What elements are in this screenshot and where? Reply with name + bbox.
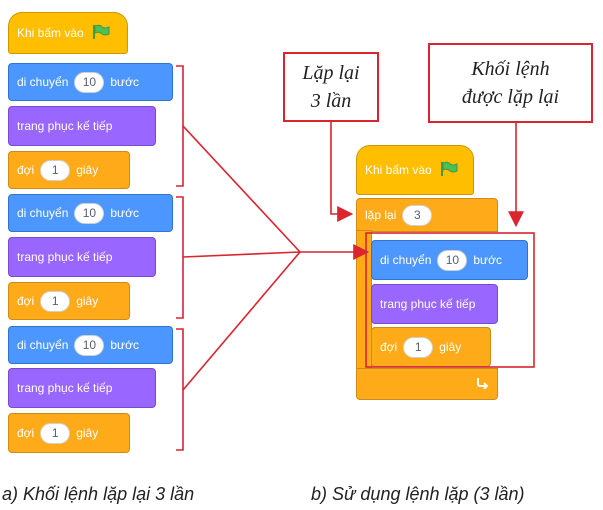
- body-callout-line1: Khối lệnh: [471, 58, 550, 80]
- repeat-callout-line1: Lặp lại: [302, 62, 360, 84]
- wait-unit: giây: [439, 340, 462, 354]
- move-unit: bước: [110, 206, 139, 220]
- connector-line-1: [182, 125, 301, 253]
- repeat-callout: Lặp lại 3 lần: [283, 52, 379, 122]
- seconds-input[interactable]: 1: [40, 422, 71, 444]
- green-flag-icon: [92, 24, 110, 43]
- next-costume-block-b[interactable]: trang phục kế tiếp: [371, 284, 498, 324]
- loop-arrow-icon: [475, 375, 489, 392]
- repeat-block-arm: [356, 230, 372, 372]
- wait-block-b[interactable]: đợi 1 giây: [371, 327, 491, 367]
- seconds-input[interactable]: 1: [403, 336, 434, 358]
- green-flag-icon: [440, 161, 458, 180]
- hat-label: Khi bấm vào: [365, 163, 432, 177]
- steps-input[interactable]: 10: [437, 249, 468, 271]
- caption-a: a) Khối lệnh lặp lại 3 lần: [2, 484, 195, 504]
- wait-label: đợi: [380, 340, 398, 354]
- steps-input[interactable]: 10: [74, 202, 105, 224]
- costume-label: trang phục kế tiếp: [17, 250, 113, 264]
- wait-label: đợi: [17, 426, 35, 440]
- bracket-group-1: [176, 65, 184, 187]
- move-block-a1[interactable]: di chuyển 10 bước: [8, 63, 173, 101]
- caption-b: b) Sử dụng lệnh lặp (3 lần): [311, 484, 525, 504]
- repeat-label: lặp lại: [365, 208, 397, 222]
- next-costume-block-a2[interactable]: trang phục kế tiếp: [8, 237, 156, 277]
- next-costume-block-a3[interactable]: trang phục kế tiếp: [8, 368, 156, 408]
- next-costume-block-a1[interactable]: trang phục kế tiếp: [8, 106, 156, 146]
- bracket-group-3: [176, 328, 184, 451]
- repeat-block-bottom: [356, 368, 498, 400]
- move-label: di chuyển: [17, 206, 69, 220]
- move-block-a2[interactable]: di chuyển 10 bước: [8, 194, 173, 232]
- bracket-group-2: [176, 196, 184, 319]
- move-unit: bước: [110, 75, 139, 89]
- repeat-count-input[interactable]: 3: [402, 204, 433, 226]
- seconds-input[interactable]: 1: [40, 290, 71, 312]
- body-callout-line2: được lặp lại: [461, 86, 560, 108]
- wait-label: đợi: [17, 294, 35, 308]
- wait-label: đợi: [17, 163, 35, 177]
- move-block-b[interactable]: di chuyển 10 bước: [371, 240, 528, 280]
- when-flag-clicked-block-b[interactable]: Khi bấm vào: [356, 145, 474, 195]
- costume-label: trang phục kế tiếp: [380, 297, 476, 311]
- wait-unit: giây: [76, 426, 99, 440]
- steps-input[interactable]: 10: [74, 334, 105, 356]
- body-callout: Khối lệnh được lặp lại: [428, 43, 593, 123]
- seconds-input[interactable]: 1: [40, 159, 71, 181]
- connector-line-3: [182, 251, 301, 391]
- move-label: di chuyển: [380, 253, 432, 267]
- wait-unit: giây: [76, 163, 99, 177]
- wait-unit: giây: [76, 294, 99, 308]
- connector-line-2: [182, 251, 301, 258]
- move-block-a3[interactable]: di chuyển 10 bước: [8, 326, 173, 364]
- move-label: di chuyển: [17, 75, 69, 89]
- repeat-block[interactable]: lặp lại 3: [356, 198, 498, 232]
- steps-input[interactable]: 10: [74, 71, 105, 93]
- repeat-callout-pointer: [330, 122, 354, 222]
- move-unit: bước: [473, 253, 502, 267]
- move-unit: bước: [110, 338, 139, 352]
- move-label: di chuyển: [17, 338, 69, 352]
- hat-label: Khi bấm vào: [17, 26, 84, 40]
- costume-label: trang phục kế tiếp: [17, 119, 113, 133]
- wait-block-a2[interactable]: đợi 1 giây: [8, 282, 130, 320]
- wait-block-a1[interactable]: đợi 1 giây: [8, 151, 130, 189]
- wait-block-a3[interactable]: đợi 1 giây: [8, 413, 130, 453]
- when-flag-clicked-block-a[interactable]: Khi bấm vào: [8, 12, 128, 54]
- costume-label: trang phục kế tiếp: [17, 381, 113, 395]
- repeat-callout-line2: 3 lần: [310, 90, 352, 112]
